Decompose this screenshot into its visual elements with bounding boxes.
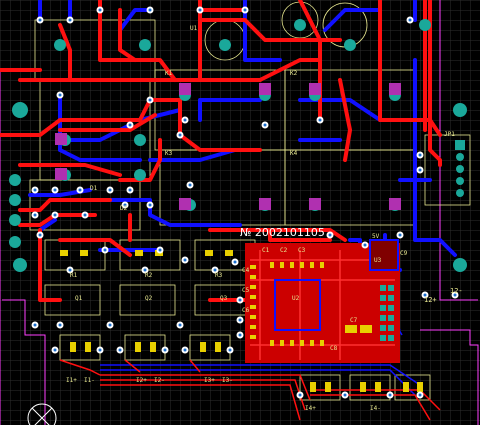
label-k3: K3: [165, 150, 173, 157]
label-u3: U3: [374, 257, 382, 264]
label-k1: K1: [165, 70, 173, 77]
label-d2: D2: [120, 205, 128, 212]
label-in7: I4+: [305, 405, 316, 412]
connector-jp1-pins[interactable]: [455, 140, 465, 197]
label-in4: I2-: [154, 377, 165, 384]
smd-pads[interactable]: [60, 250, 423, 392]
label-in1: I1+: [66, 377, 77, 384]
label-c6: C6: [242, 307, 250, 314]
label-c8: C8: [330, 345, 338, 352]
label-in2: I1-: [84, 377, 95, 384]
label-k4: K4: [290, 150, 298, 157]
label-r2: R2: [145, 272, 153, 279]
label-c7: C7: [350, 317, 358, 324]
label-c9: C9: [400, 250, 408, 257]
label-in6: I3-: [222, 377, 233, 384]
board-serial-number: № 2002101105: [240, 226, 325, 239]
label-q3: Q3: [220, 295, 228, 302]
label-r1: R1: [70, 272, 78, 279]
label-c2: C2: [280, 247, 288, 254]
label-jp1: JP1: [444, 131, 455, 138]
label-c1: C1: [262, 247, 270, 254]
label-c5: C5: [242, 287, 250, 294]
label-12v: 12+: [424, 296, 437, 304]
label-q1: Q1: [75, 295, 83, 302]
label-q2: Q2: [145, 295, 153, 302]
label-12: 12-: [450, 287, 463, 295]
label-k2: K2: [290, 70, 298, 77]
label-c4: C4: [242, 267, 250, 274]
label-d1: D1: [90, 185, 98, 192]
label-in3: I2+: [136, 377, 147, 384]
label-u2: U2: [292, 295, 300, 302]
label-5v: 5V: [372, 233, 380, 240]
square-pads[interactable]: [55, 83, 401, 210]
header-pins[interactable]: [380, 285, 394, 341]
label-r3: R3: [215, 272, 223, 279]
vias: [31, 6, 459, 399]
chip-u2[interactable]: [274, 279, 321, 331]
silkscreen-labels: JP1 12+ 12- 5V C1 C2 C3 C4 C5 C6 C7 C8 C…: [66, 25, 463, 412]
chip-u3[interactable]: [369, 239, 399, 271]
label-in8: I4-: [370, 405, 381, 412]
label-c3: C3: [298, 247, 306, 254]
top-copper-pour-traces: [250, 250, 395, 360]
top-copper-traces: [0, 0, 442, 302]
label-u1: U1: [190, 25, 198, 32]
label-in5: I3+: [204, 377, 215, 384]
